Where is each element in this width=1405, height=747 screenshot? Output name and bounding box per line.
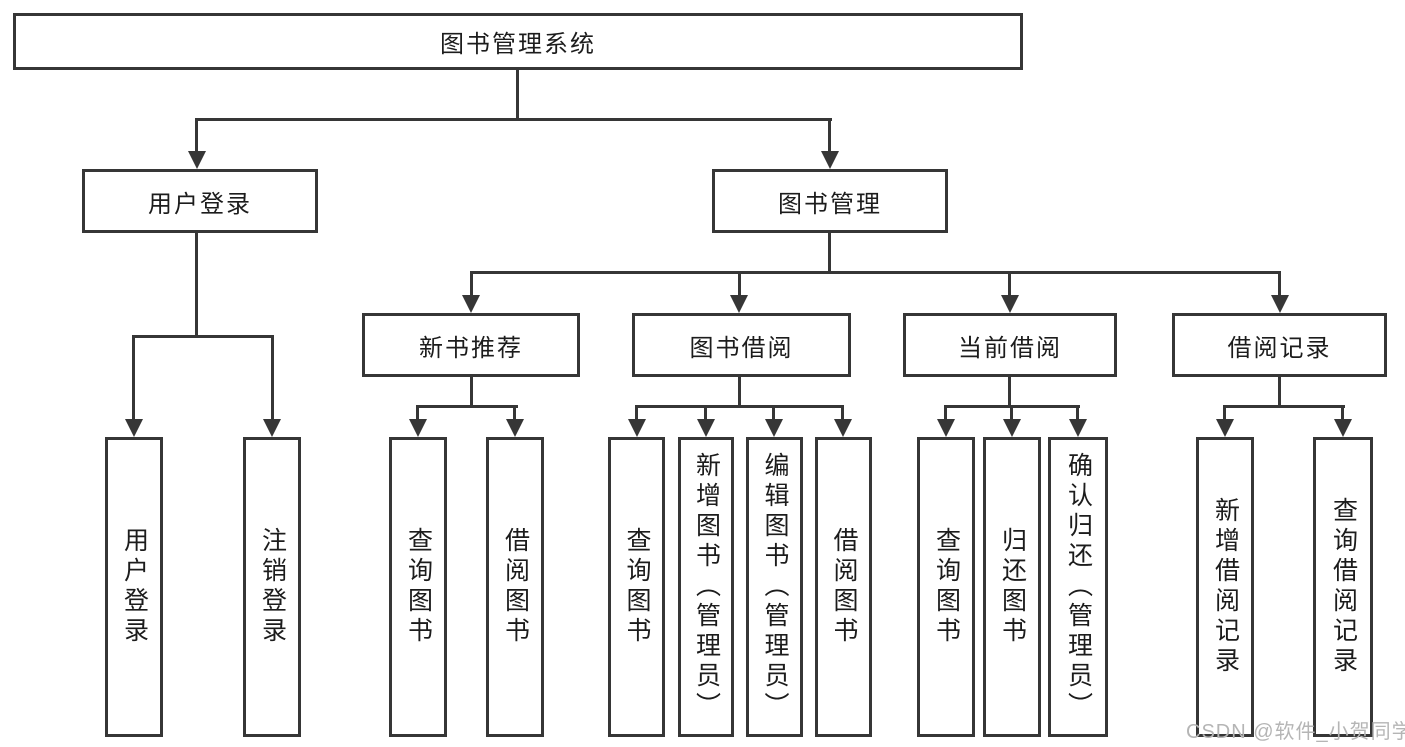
leaf-user-login-label: 用户登录 bbox=[120, 527, 149, 647]
leaf-borrowing-add-book-label: 新增图书（管理员） bbox=[692, 452, 721, 722]
csdn-watermark: CSDN @软件_小贺同学 bbox=[1186, 721, 1405, 743]
connector-records-stem bbox=[1278, 377, 1281, 408]
leaf-records-add-record: 新增借阅记录 bbox=[1196, 437, 1254, 737]
leaf-records-query-record-label: 查询借阅记录 bbox=[1329, 497, 1358, 677]
leaf-recommend-borrow-book-label: 借阅图书 bbox=[501, 527, 530, 647]
node-new-book-recommend: 新书推荐 bbox=[362, 313, 580, 377]
connector-root-drop-right bbox=[828, 118, 831, 156]
arrow-to-book-management bbox=[821, 151, 839, 169]
node-current-borrowing-label: 当前借阅 bbox=[958, 334, 1062, 362]
node-root-label: 图书管理系统 bbox=[440, 31, 596, 58]
node-borrowing-records: 借阅记录 bbox=[1172, 313, 1387, 377]
leaf-recommend-query-book: 查询图书 bbox=[389, 437, 447, 737]
node-root: 图书管理系统 bbox=[13, 13, 1023, 70]
connector-root-rail bbox=[195, 118, 832, 121]
leaf-logout: 注销登录 bbox=[243, 437, 301, 737]
leaf-borrowing-edit-book-label: 编辑图书（管理员） bbox=[761, 452, 789, 722]
arrow-to-current-query bbox=[937, 419, 955, 437]
node-book-management-label: 图书管理 bbox=[778, 190, 882, 218]
connector-current-drop-1 bbox=[944, 405, 947, 423]
connector-recommend-stem bbox=[470, 377, 473, 408]
arrow-to-current-return bbox=[1003, 419, 1021, 437]
arrow-to-user-login bbox=[188, 151, 206, 169]
arrow-to-borrowing-query bbox=[628, 419, 646, 437]
connector-current-drop-2 bbox=[1010, 405, 1013, 423]
leaf-records-add-record-label: 新增借阅记录 bbox=[1211, 497, 1240, 677]
leaf-current-query-book: 查询图书 bbox=[917, 437, 975, 737]
arrow-to-borrowing-add bbox=[697, 419, 715, 437]
arrow-to-current-confirm bbox=[1069, 419, 1087, 437]
connector-userlogin-drop-1 bbox=[132, 335, 135, 425]
connector-root-stem bbox=[516, 70, 519, 121]
arrow-to-recommend-borrow bbox=[506, 419, 524, 437]
leaf-borrowing-query-book: 查询图书 bbox=[608, 437, 665, 737]
connector-bookmgmt-drop-2 bbox=[738, 271, 741, 299]
connector-bookmgmt-drop-4 bbox=[1278, 271, 1281, 299]
node-user-login-label: 用户登录 bbox=[148, 190, 252, 218]
arrow-to-borrowing-borrow bbox=[834, 419, 852, 437]
connector-recommend-drop-1 bbox=[416, 405, 419, 423]
connector-userlogin-stem bbox=[195, 233, 198, 338]
arrow-to-new-book-recommend bbox=[462, 295, 480, 313]
connector-borrowing-drop-1 bbox=[635, 405, 638, 423]
connector-current-stem bbox=[1008, 377, 1011, 408]
arrow-to-leaf-logout bbox=[263, 419, 281, 437]
leaf-borrowing-borrow-book: 借阅图书 bbox=[815, 437, 872, 737]
connector-current-drop-3 bbox=[1076, 405, 1079, 423]
connector-borrowing-drop-3 bbox=[772, 405, 775, 423]
arrow-to-borrowing-records bbox=[1271, 295, 1289, 313]
arrow-to-current-borrowing bbox=[1001, 295, 1019, 313]
connector-root-drop-left bbox=[195, 118, 198, 156]
leaf-borrowing-add-book: 新增图书（管理员） bbox=[678, 437, 734, 737]
leaf-current-return-book: 归还图书 bbox=[983, 437, 1041, 737]
connector-bookmgmt-rail bbox=[470, 271, 1281, 274]
node-book-borrowing-label: 图书借阅 bbox=[689, 334, 794, 362]
connector-userlogin-drop-2 bbox=[271, 335, 274, 425]
arrow-to-book-borrowing bbox=[730, 295, 748, 313]
connector-records-drop-1 bbox=[1223, 405, 1226, 423]
connector-borrowing-drop-2 bbox=[704, 405, 707, 423]
leaf-user-login: 用户登录 bbox=[105, 437, 163, 737]
node-current-borrowing: 当前借阅 bbox=[903, 313, 1117, 377]
node-book-borrowing: 图书借阅 bbox=[632, 313, 851, 377]
leaf-borrowing-query-book-label: 查询图书 bbox=[623, 527, 651, 647]
connector-records-drop-2 bbox=[1341, 405, 1344, 423]
connector-borrowing-stem bbox=[738, 377, 741, 408]
leaf-current-return-book-label: 归还图书 bbox=[998, 527, 1027, 647]
leaf-records-query-record: 查询借阅记录 bbox=[1313, 437, 1373, 737]
leaf-current-query-book-label: 查询图书 bbox=[932, 527, 961, 647]
leaf-logout-label: 注销登录 bbox=[258, 527, 287, 647]
arrow-to-leaf-user-login bbox=[125, 419, 143, 437]
leaf-recommend-query-book-label: 查询图书 bbox=[404, 527, 433, 647]
arrow-to-records-add bbox=[1216, 419, 1234, 437]
node-new-book-recommend-label: 新书推荐 bbox=[419, 334, 523, 362]
connector-recommend-rail bbox=[417, 405, 518, 408]
arrow-to-borrowing-edit bbox=[765, 419, 783, 437]
node-borrowing-records-label: 借阅记录 bbox=[1227, 334, 1332, 362]
connector-records-rail bbox=[1224, 405, 1345, 408]
leaf-borrowing-borrow-book-label: 借阅图书 bbox=[830, 527, 858, 647]
connector-recommend-drop-2 bbox=[513, 405, 516, 423]
connector-borrowing-drop-4 bbox=[841, 405, 844, 423]
leaf-current-confirm-return-label: 确认归还（管理员） bbox=[1064, 452, 1093, 722]
connector-bookmgmt-stem bbox=[828, 233, 831, 274]
leaf-current-confirm-return: 确认归还（管理员） bbox=[1048, 437, 1108, 737]
leaf-recommend-borrow-book: 借阅图书 bbox=[486, 437, 544, 737]
node-user-login: 用户登录 bbox=[82, 169, 318, 233]
connector-userlogin-rail bbox=[132, 335, 274, 338]
connector-bookmgmt-drop-1 bbox=[470, 271, 473, 299]
arrow-to-records-query bbox=[1334, 419, 1352, 437]
arrow-to-recommend-query bbox=[409, 419, 427, 437]
node-book-management: 图书管理 bbox=[712, 169, 948, 233]
leaf-borrowing-edit-book: 编辑图书（管理员） bbox=[746, 437, 803, 737]
connector-borrowing-rail bbox=[636, 405, 844, 408]
connector-bookmgmt-drop-3 bbox=[1008, 271, 1011, 299]
